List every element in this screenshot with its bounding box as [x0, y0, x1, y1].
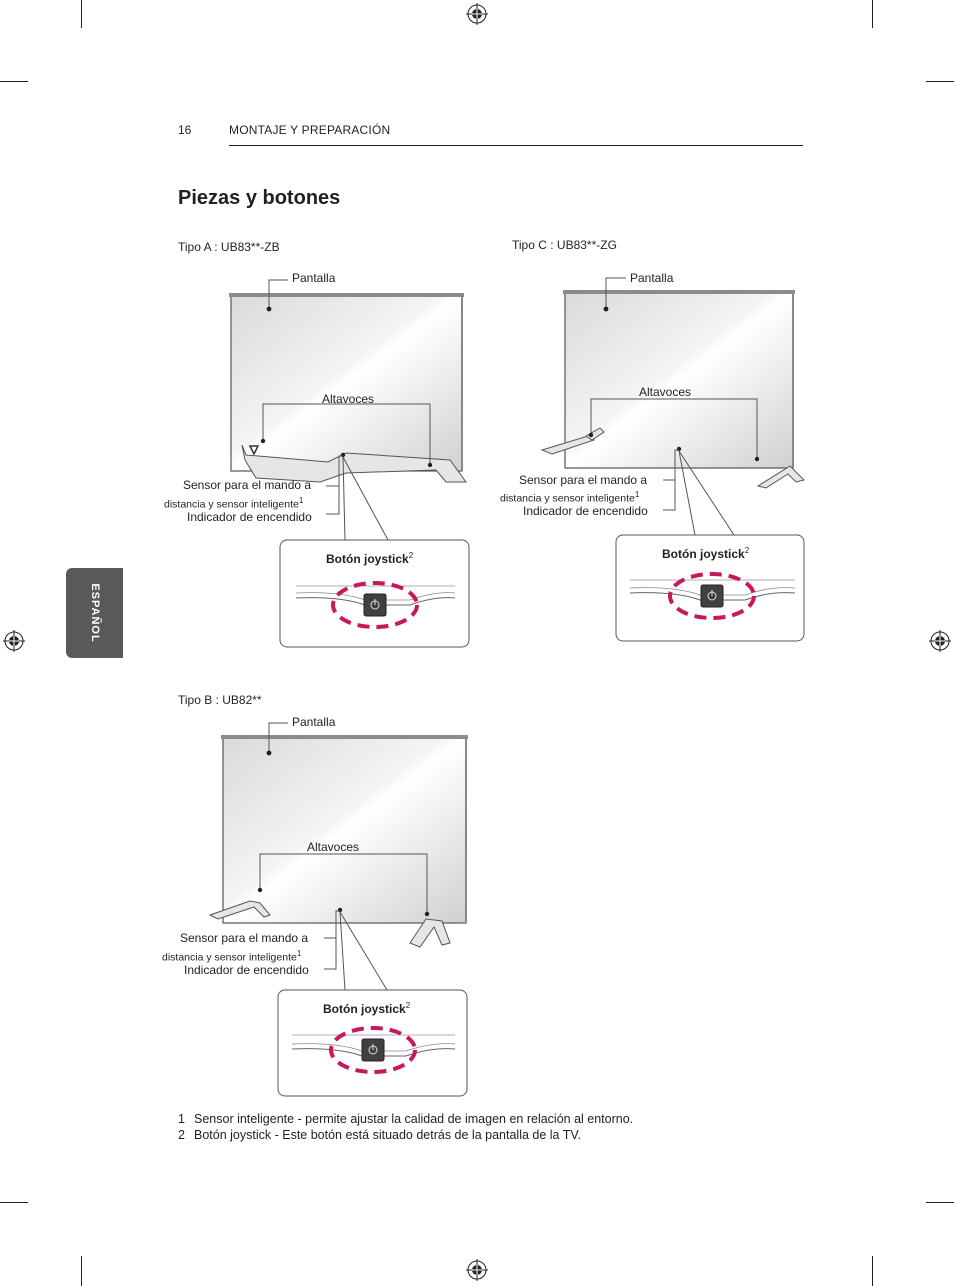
figure-b-caption: Tipo B : UB82**	[178, 693, 262, 707]
joystick-label-text: Botón joystick	[326, 552, 409, 566]
footnote: 1 Sensor inteligente - permite ajustar la…	[178, 1112, 633, 1126]
language-tab-label: ESPAÑOL	[88, 583, 101, 643]
joystick-label-text: Botón joystick	[323, 1002, 406, 1016]
sensor-label: Sensor para el mando a	[180, 931, 309, 945]
sensor-label-sub: distancia y sensor inteligente1	[162, 948, 301, 964]
sensor-label-text: distancia y sensor inteligente	[164, 498, 299, 511]
joystick-label-text: Botón joystick	[662, 547, 745, 561]
sensor-label: Sensor para el mando a	[519, 473, 648, 487]
crop-mark	[81, 1256, 82, 1286]
speakers-label: Altavoces	[322, 392, 375, 406]
joystick-footnote-ref: 2	[408, 551, 414, 560]
crop-mark	[872, 0, 873, 28]
speakers-label: Altavoces	[639, 385, 692, 399]
power-indicator-label: Indicador de encendido	[523, 504, 648, 518]
tv-diagram-type-a	[229, 279, 470, 648]
figure-a-caption: Tipo A : UB83**-ZB	[178, 240, 280, 254]
sensor-label-text: distancia y sensor inteligente	[500, 492, 635, 505]
sensor-footnote-ref: 1	[296, 949, 302, 958]
crop-mark	[81, 0, 82, 28]
registration-mark-icon	[466, 1259, 488, 1281]
power-indicator-label: Indicador de encendido	[187, 510, 312, 524]
footnote: 2 Botón joystick - Este botón está situad…	[178, 1128, 581, 1142]
section-title: MONTAJE Y PREPARACIÓN	[229, 123, 391, 137]
footnote-text: Sensor inteligente - permite ajustar la …	[194, 1112, 634, 1126]
joystick-footnote-ref: 2	[405, 1001, 411, 1010]
power-indicator-label: Indicador de encendido	[184, 963, 309, 977]
crop-mark	[872, 1256, 873, 1286]
tv-diagram-type-c	[540, 277, 805, 642]
footnote-number: 2	[178, 1128, 185, 1142]
page-title: Piezas y botones	[178, 187, 341, 209]
registration-mark-icon	[929, 630, 951, 652]
sensor-footnote-ref: 1	[634, 490, 640, 499]
speakers-label: Altavoces	[307, 840, 360, 854]
footnote-text: Botón joystick - Este botón está situado…	[194, 1128, 582, 1142]
footnote-number: 1	[178, 1112, 185, 1126]
language-tab: ESPAÑOL	[66, 568, 123, 658]
tv-diagram-type-b	[208, 722, 468, 1097]
sensor-label: Sensor para el mando a	[183, 478, 312, 492]
screen-label: Pantalla	[630, 271, 674, 285]
figure-c-caption: Tipo C : UB83**-ZG	[512, 238, 617, 252]
screen-label: Pantalla	[292, 715, 336, 729]
joystick-footnote-ref: 2	[744, 546, 750, 555]
sensor-label-sub: distancia y sensor inteligente1	[164, 495, 303, 511]
sensor-footnote-ref: 1	[298, 496, 304, 505]
joystick-label: Botón joystick2	[662, 544, 749, 561]
joystick-label: Botón joystick2	[323, 999, 410, 1016]
registration-mark-icon	[3, 630, 25, 652]
crop-mark	[0, 81, 28, 82]
crop-mark	[926, 81, 954, 82]
joystick-label: Botón joystick2	[326, 549, 413, 566]
screen-label: Pantalla	[292, 271, 336, 285]
sensor-label-text: distancia y sensor inteligente	[162, 951, 297, 964]
crop-mark	[0, 1202, 28, 1203]
crop-mark	[926, 1202, 954, 1203]
header-divider	[229, 145, 803, 146]
sensor-label-sub: distancia y sensor inteligente1	[500, 489, 639, 505]
registration-mark-icon	[466, 3, 488, 25]
page-number: 16	[178, 123, 192, 137]
